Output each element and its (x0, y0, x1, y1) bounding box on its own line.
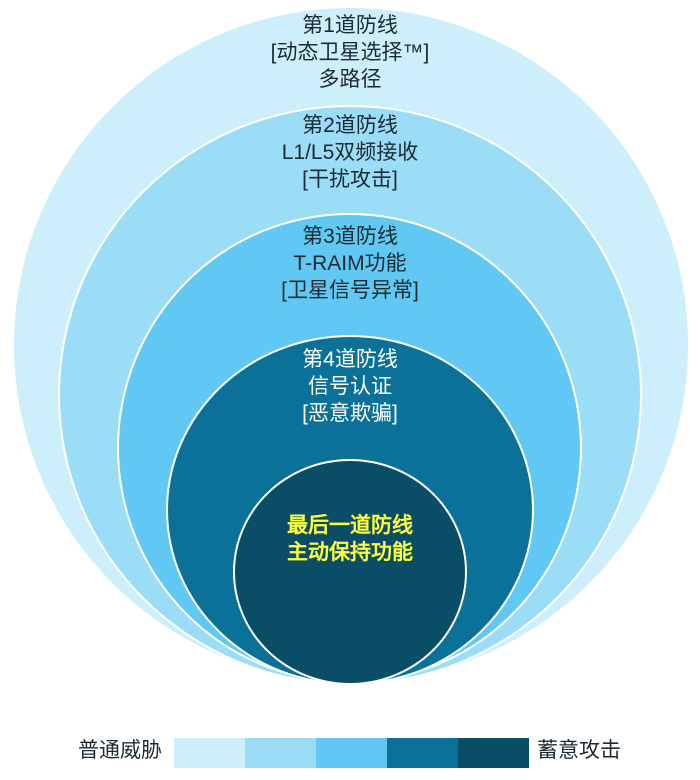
defense-layer-final-feature: 主动保持功能 (287, 541, 413, 564)
defense-layer-2-title: 第2道防线 (302, 114, 398, 137)
defense-layer-3-feature: T-RAIM功能 (293, 252, 407, 275)
defense-layer-final-label: 最后一道防线 主动保持功能 (0, 512, 700, 566)
defense-layer-4-feature: 信号认证 (308, 375, 392, 398)
legend-swatch-4 (387, 738, 458, 768)
defense-layer-4-label: 第4道防线 信号认证 [恶意欺骗] (0, 346, 700, 427)
defense-layer-4-title: 第4道防线 (302, 348, 398, 371)
defense-layer-3-threat: [卫星信号异常] (281, 279, 419, 302)
defense-layer-1-threat: 多路径 (318, 68, 382, 91)
defense-layer-final-title: 最后一道防线 (287, 514, 413, 537)
legend-swatch-1 (174, 738, 245, 768)
legend-high-label: 蓄意攻击 (537, 739, 621, 762)
defense-layer-2-feature: L1/L5双频接收 (281, 141, 419, 164)
defense-layer-1-label: 第1道防线 [动态卫星选择™] 多路径 (0, 12, 700, 93)
defense-layer-2-label: 第2道防线 L1/L5双频接收 [干扰攻击] (0, 112, 700, 193)
defense-layer-4-threat: [恶意欺骗] (302, 402, 398, 425)
defense-layer-1-title: 第1道防线 (302, 14, 398, 37)
threat-gradient-legend (174, 738, 529, 768)
defense-layer-final-circle (233, 459, 467, 685)
legend-swatch-5 (458, 738, 529, 768)
defense-layer-3-label: 第3道防线 T-RAIM功能 [卫星信号异常] (0, 223, 700, 304)
defense-layer-3-title: 第3道防线 (302, 225, 398, 248)
defense-layer-1-feature: [动态卫星选择™] (270, 41, 430, 64)
defense-layer-2-threat: [干扰攻击] (302, 168, 398, 191)
legend-low-label: 普通威胁 (78, 739, 162, 762)
legend-swatch-2 (245, 738, 316, 768)
legend-swatch-3 (316, 738, 387, 768)
